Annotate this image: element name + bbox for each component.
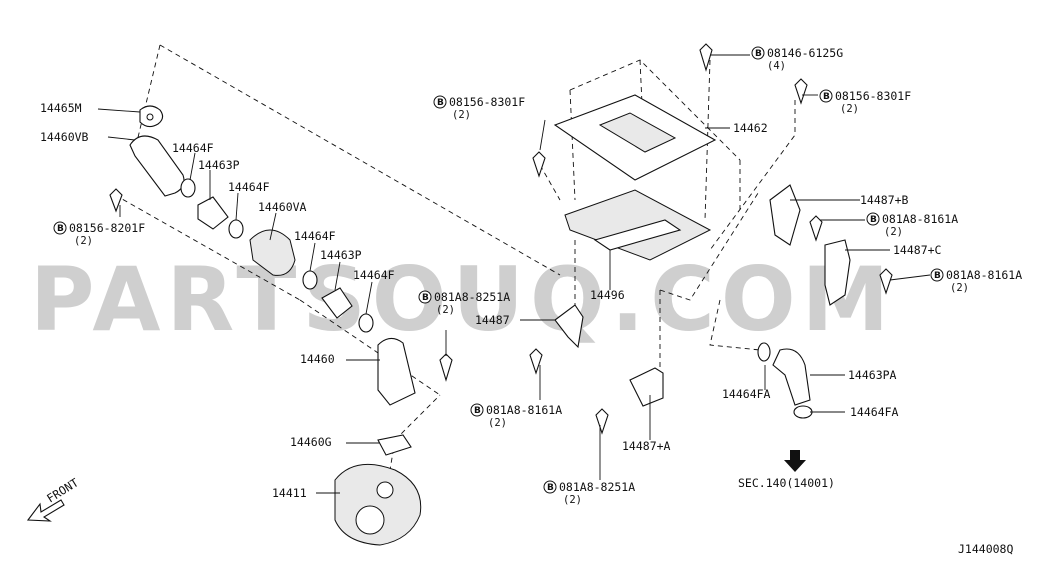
pipe-14460vb: [129, 135, 185, 197]
svg-text:(2): (2): [452, 109, 471, 121]
label-14465m: 14465M: [40, 101, 82, 115]
svg-text:(2): (2): [840, 103, 859, 115]
bolt-081a8-8161a-2: [879, 268, 893, 295]
svg-text:08156-8301F: 08156-8301F: [835, 89, 911, 103]
svg-text:08156-8201F: 08156-8201F: [69, 221, 145, 235]
bracket-14487b: [769, 184, 801, 246]
label-14464f: 14464F: [353, 268, 395, 282]
label-14464fa: 14464FA: [722, 387, 771, 401]
front-arrow-icon: [26, 499, 65, 522]
svg-text:(2): (2): [488, 417, 507, 429]
label-14487a: 14487+A: [622, 439, 671, 453]
bolt-labels: 08156-8201F (2) 081A8-8251A (2) 08156-83…: [69, 46, 1022, 506]
svg-text:081A8-8251A: 081A8-8251A: [559, 480, 635, 494]
bolt-08146-6125g: [699, 43, 713, 72]
turbo-14411: [334, 463, 422, 546]
intercooler-14496: [564, 189, 712, 261]
label-14411: 14411: [272, 486, 307, 500]
clamp-14464f-2: [228, 219, 244, 239]
label-14460vb: 14460VB: [40, 130, 89, 144]
section-ref: SEC.140(14001): [738, 476, 835, 490]
pipe-14460: [377, 337, 416, 406]
diagram-code: J144008Q: [958, 542, 1013, 556]
front-arrow: FRONT: [26, 475, 81, 522]
label-14464f: 14464F: [172, 141, 214, 155]
label-14487: 14487: [475, 313, 510, 327]
label-14464f: 14464F: [228, 180, 270, 194]
svg-text:B: B: [474, 406, 481, 416]
clamp-14464f-3: [302, 270, 318, 290]
svg-text:B: B: [934, 271, 941, 281]
svg-text:B: B: [547, 483, 554, 493]
bracket-14487: [554, 304, 584, 349]
hose-14463pa: [772, 348, 811, 406]
svg-text:B: B: [870, 215, 877, 225]
label-14463p: 14463P: [198, 158, 240, 172]
label-14462: 14462: [733, 121, 768, 135]
svg-text:08156-8301F: 08156-8301F: [449, 95, 525, 109]
label-14487b: 14487+B: [860, 193, 909, 207]
svg-text:B: B: [823, 92, 830, 102]
down-arrow-icon: [784, 450, 806, 472]
svg-text:081A8-8161A: 081A8-8161A: [486, 403, 562, 417]
bolt-08156-8301f-l: [532, 151, 546, 178]
bolt-081a8-8251a-2: [595, 408, 609, 435]
label-14464fa: 14464FA: [850, 405, 899, 419]
svg-text:081A8-8161A: 081A8-8161A: [946, 268, 1022, 282]
clamp-14464fa-1: [757, 342, 771, 362]
part-labels: 14465M 14460VB 14464F 14463P 14464F 1446…: [40, 101, 942, 500]
svg-text:B: B: [437, 98, 444, 108]
svg-text:081A8-8251A: 081A8-8251A: [434, 290, 510, 304]
gasket-14460g: [377, 434, 412, 456]
bracket-14487c: [824, 239, 851, 306]
phantom-lines: [114, 44, 796, 471]
label-14463pa: 14463PA: [848, 368, 897, 382]
bolt-081a8-8161a-3: [529, 348, 543, 375]
label-14460g: 14460G: [290, 435, 332, 449]
svg-text:(2): (2): [884, 226, 903, 238]
bolt-081a8-8251a-1: [439, 353, 453, 382]
clamp-14464f-4: [358, 313, 374, 333]
svg-text:B: B: [755, 49, 762, 59]
bracket-14487a: [629, 367, 664, 407]
bolt-081a8-8161a-1: [809, 215, 823, 242]
svg-text:(2): (2): [950, 282, 969, 294]
label-14460: 14460: [300, 352, 335, 366]
intake-parts: [109, 105, 453, 546]
hose-14463p-1: [197, 196, 229, 230]
svg-text:(2): (2): [563, 494, 582, 506]
bolt-08156-8201f: [109, 188, 123, 213]
svg-text:(2): (2): [74, 235, 93, 247]
front-label: FRONT: [44, 475, 81, 505]
label-14496: 14496: [590, 288, 625, 302]
svg-text:B: B: [422, 293, 429, 303]
svg-text:(2): (2): [436, 304, 455, 316]
svg-text:B: B: [57, 224, 64, 234]
label-14460va: 14460VA: [258, 200, 307, 214]
label-14487c: 14487+C: [893, 243, 942, 257]
clamp-14464f-1: [180, 178, 196, 198]
pipe-14460va: [249, 229, 296, 276]
label-14464f: 14464F: [294, 229, 336, 243]
intercooler-parts: [529, 43, 893, 472]
label-14463p: 14463P: [320, 248, 362, 262]
bolt-markers: B B B B B B B B B: [53, 46, 944, 494]
clamp-14464fa-2: [793, 405, 813, 419]
svg-text:081A8-8161A: 081A8-8161A: [882, 212, 958, 226]
hose-14463p-2: [321, 287, 353, 319]
watermark: PARTSOUQ.COM: [30, 248, 895, 351]
svg-text:(4): (4): [767, 60, 786, 72]
bolt-08156-8301f-r: [794, 78, 808, 105]
leader-lines: [97, 54, 931, 494]
svg-text:08146-6125G: 08146-6125G: [767, 46, 843, 60]
